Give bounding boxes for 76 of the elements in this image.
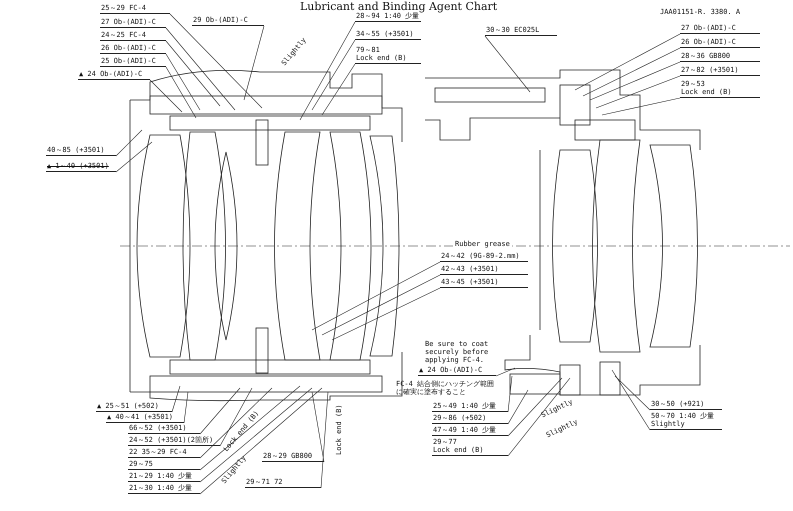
callout-label: [355, 46, 421, 64]
leader-line: [244, 26, 264, 100]
callout-label: [106, 413, 184, 423]
leader-line: [166, 28, 236, 110]
callout-label: [128, 424, 200, 434]
callout-label: [128, 436, 220, 446]
callout-label: [100, 31, 166, 41]
leader-line: [322, 64, 356, 116]
leader-line: [484, 36, 530, 92]
leader-line: [574, 34, 680, 90]
leader-line: [322, 274, 440, 336]
callout-label: [46, 162, 116, 172]
callout-label: [432, 426, 508, 436]
leader-line: [200, 388, 312, 482]
leader-line: [590, 62, 680, 100]
leader-line: [602, 98, 680, 116]
callout-label: [440, 265, 528, 275]
callout-label: [650, 400, 722, 410]
callout-label: [100, 4, 170, 14]
leader-line: [508, 376, 512, 412]
leader-line: [200, 388, 322, 494]
leader-line: [166, 40, 220, 106]
callout-label: [680, 80, 760, 98]
leader-line: [508, 390, 528, 424]
callout-label: [432, 414, 508, 424]
callout-label: [192, 16, 264, 26]
callout-label: [46, 146, 116, 156]
leader-line: [220, 388, 252, 446]
leader-line: [172, 386, 180, 412]
callout-label: [418, 366, 496, 376]
leader-line: [170, 14, 262, 108]
leader-line: [596, 76, 680, 108]
leader-line: [184, 392, 188, 424]
leader-line: [116, 130, 142, 156]
leader-line: [612, 370, 650, 430]
leader-line: [300, 22, 356, 120]
leader-line: [312, 40, 356, 110]
chart-title: Lubricant and Binding Agent Chart: [300, 0, 498, 13]
leader-line: [496, 368, 516, 376]
leader-line: [116, 142, 152, 172]
callout-label: [485, 26, 557, 36]
leader-line: [200, 388, 240, 434]
callout-label: [245, 478, 321, 488]
callout-label: [680, 24, 760, 34]
callout-label: [128, 460, 200, 470]
leader-line: [320, 392, 328, 488]
callout-label: [262, 452, 324, 462]
callout-label: [100, 57, 166, 67]
callout-label: [432, 438, 508, 456]
leader-line: [614, 376, 650, 410]
leader-line: [508, 378, 562, 436]
leader-line: [332, 288, 440, 340]
callout-label: [128, 472, 200, 482]
leader-line: [582, 48, 680, 96]
callout-label: [128, 448, 200, 458]
leader-line: [312, 392, 324, 462]
callout-label: [650, 412, 722, 430]
callout-label: [100, 18, 166, 28]
callout-label: [78, 70, 150, 80]
callout-label: [680, 66, 760, 76]
leader-line: [200, 388, 272, 458]
callout-label: [96, 402, 172, 412]
leader-line: [166, 54, 200, 110]
leader-line: [200, 386, 300, 470]
leader-line: [166, 66, 196, 118]
leader-line: [312, 262, 440, 330]
callout-label: [680, 52, 760, 62]
callout-label: [355, 30, 421, 40]
callout-label: [680, 38, 760, 48]
callout-label: [432, 402, 508, 412]
callout-label: [100, 44, 166, 54]
callout-label: [128, 484, 200, 494]
callout-label: [440, 278, 528, 288]
callout-label: [440, 252, 528, 262]
leader-line: [508, 378, 570, 456]
leader-line: [150, 80, 182, 112]
